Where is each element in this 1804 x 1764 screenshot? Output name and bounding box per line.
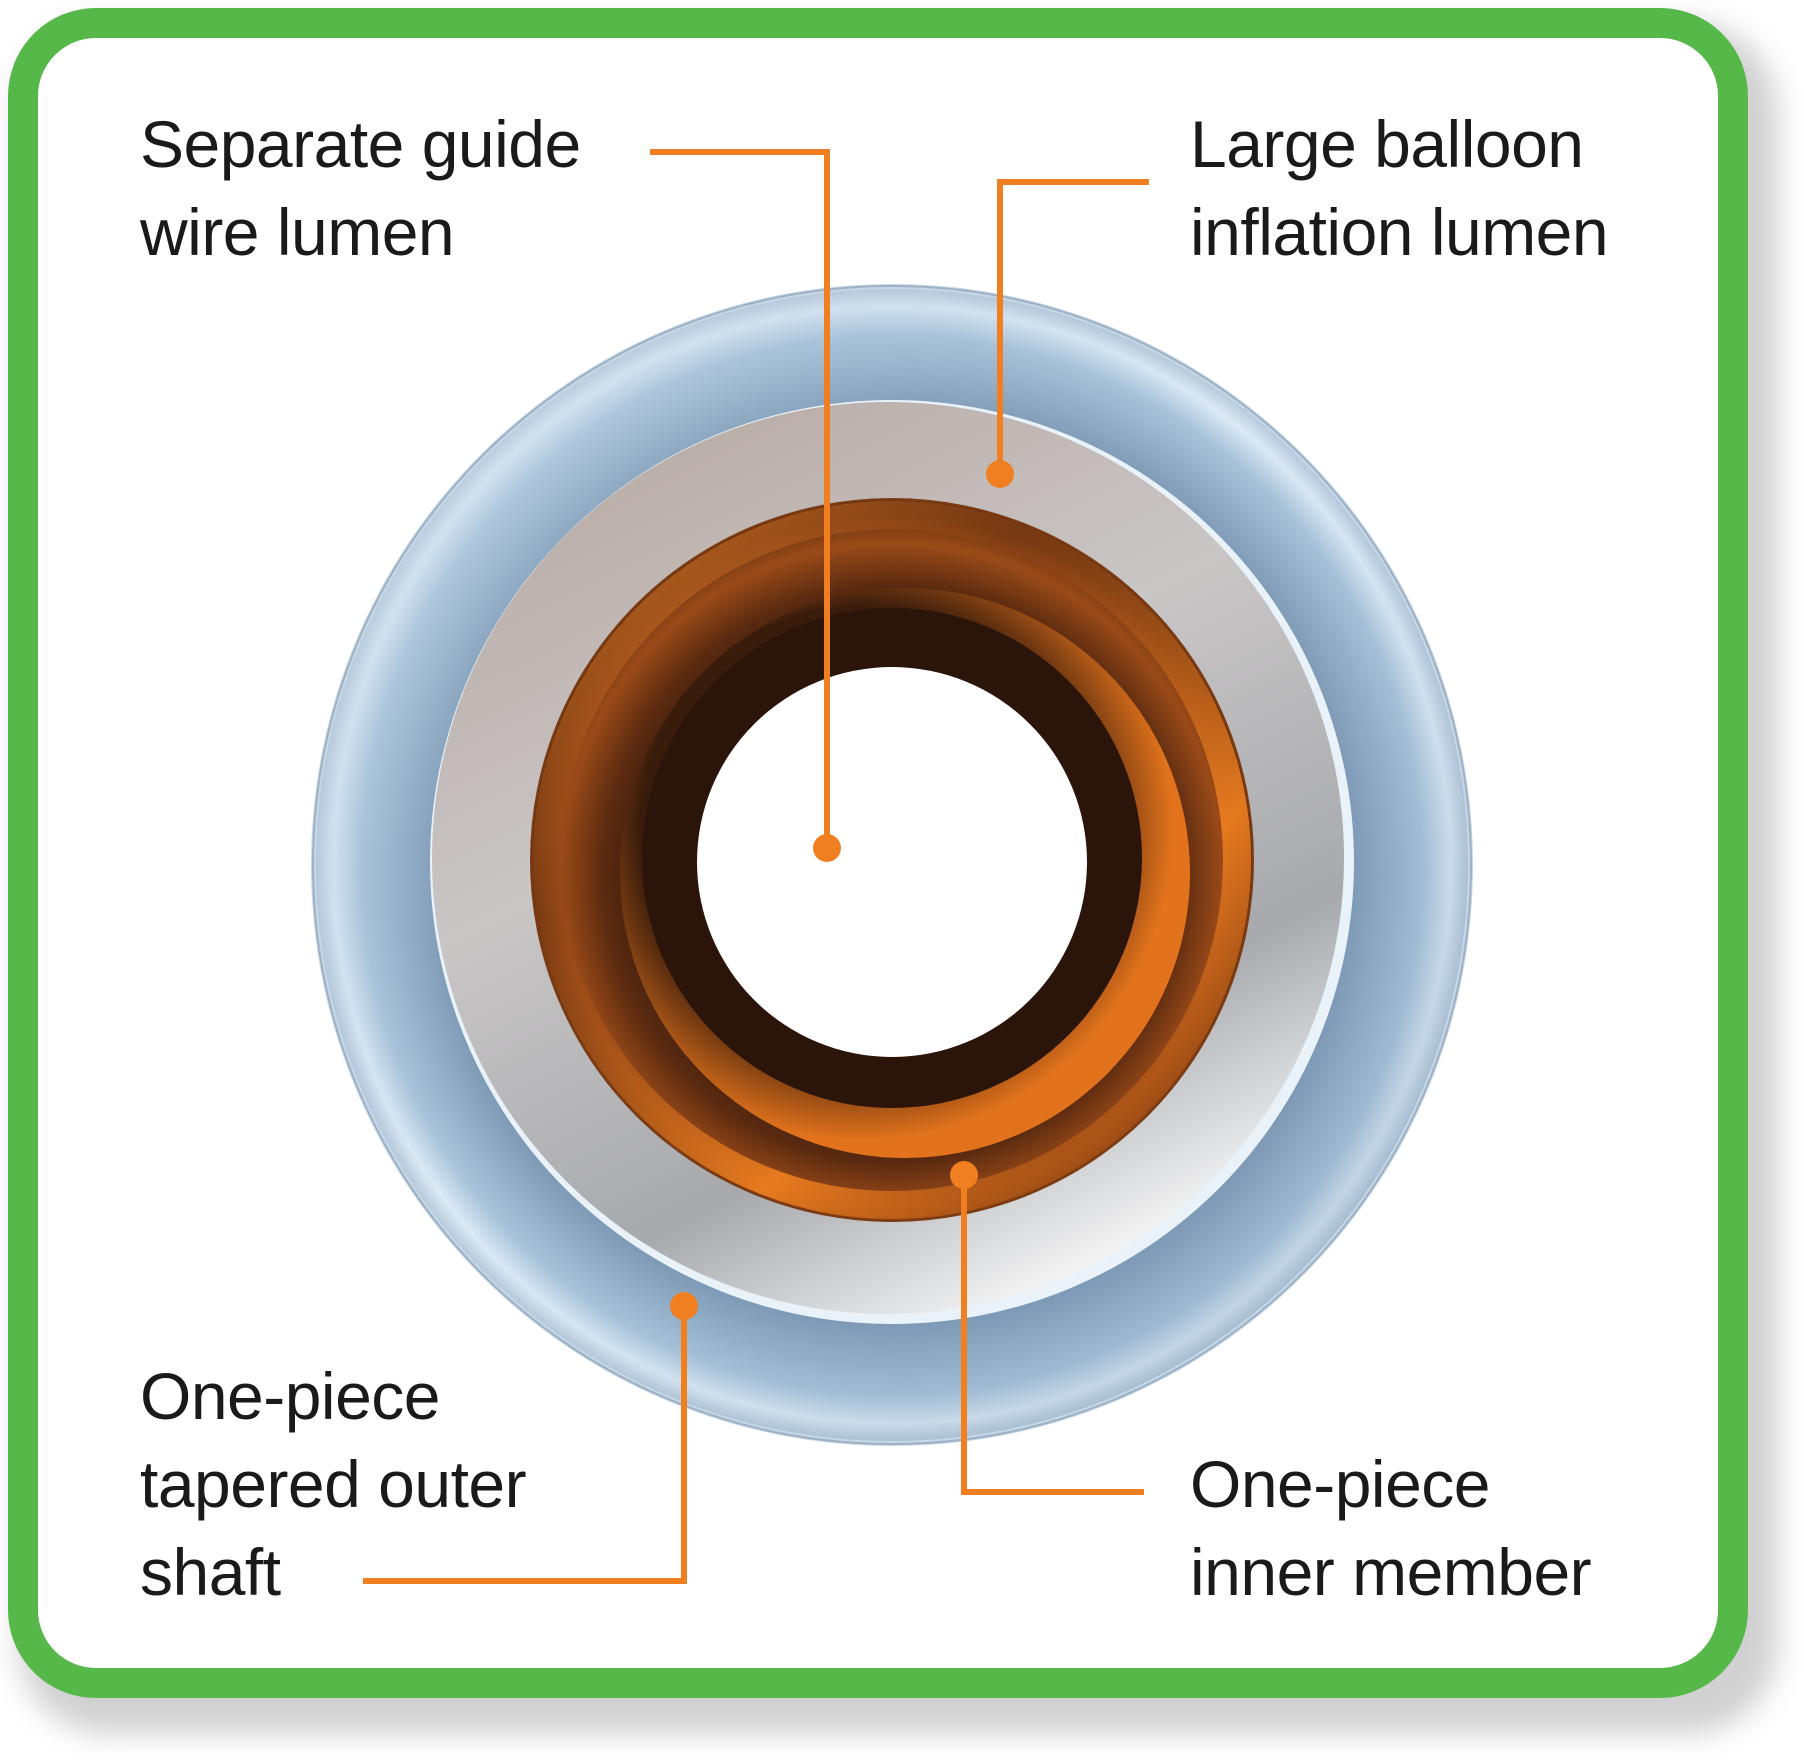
- label-balloon-inflation-lumen: Large balloon inflation lumen: [1190, 107, 1609, 269]
- callout-line-inner-member: [961, 1175, 1144, 1495]
- label-outer-shaft: One-piece tapered outer shaft: [140, 1359, 527, 1609]
- callout-line-balloon: [997, 179, 1149, 474]
- callout-line-outer-shaft: [363, 1306, 687, 1584]
- label-inner-member: One-piece inner member: [1190, 1447, 1592, 1609]
- callout-dot-balloon: [986, 460, 1014, 488]
- guide-wire-lumen: [697, 667, 1087, 1057]
- callout-dot-guide-wire: [813, 834, 841, 862]
- callout-dot-outer-shaft: [670, 1292, 698, 1320]
- callout-line-guide-wire: [650, 149, 830, 848]
- callout-lines: [363, 149, 1149, 1584]
- callout-dots: [670, 460, 1014, 1320]
- callout-dot-inner-member: [950, 1161, 978, 1189]
- label-guide-wire-lumen: Separate guide wire lumen: [140, 107, 581, 269]
